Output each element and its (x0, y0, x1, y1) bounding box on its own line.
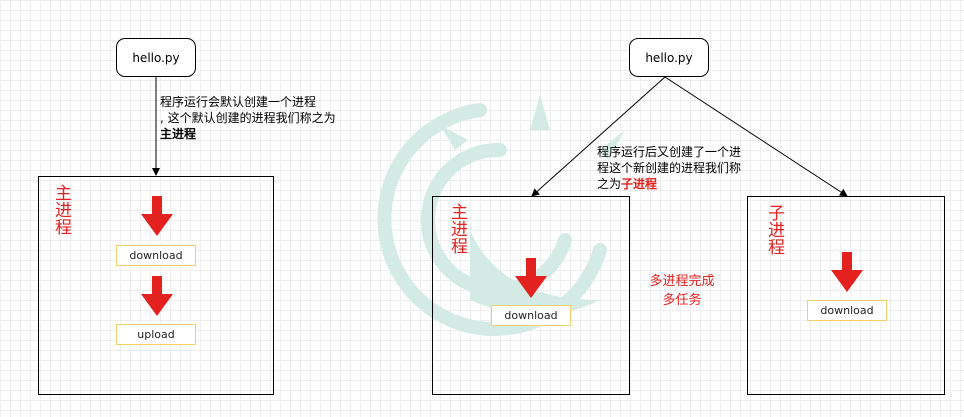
left-note-strong: 主进程 (160, 127, 197, 141)
multiprocess-note-line1: 多进程完成 (649, 274, 715, 289)
right-note-line3: 之为子进程 (597, 177, 658, 191)
right-main-process-box (432, 196, 630, 395)
left-note: 程序运行会默认创建一个进程 , 这个默认创建的进程我们称之为 主进程 (160, 94, 390, 142)
left-download-tag: download (116, 245, 196, 266)
right-note-line1: 程序运行后又创建了一个进 (597, 145, 742, 159)
left-hello-py-node: hello.py (116, 38, 196, 77)
right-child-download-tag: download (807, 300, 887, 321)
left-main-process-label: 主进程 (51, 184, 71, 235)
left-note-line1: 程序运行会默认创建一个进程 (160, 95, 317, 109)
multiprocess-note-line2: 多任务 (662, 293, 702, 308)
right-child-process-label: 子进程 (764, 204, 784, 255)
down-arrow-icon (831, 252, 863, 292)
right-note: 程序运行后又创建了一个进 程这个新创建的进程我们称 之为子进程 (597, 144, 757, 192)
right-connector-arrow-child (664, 76, 848, 197)
left-upload-label: upload (137, 328, 175, 341)
right-hello-py-label: hello.py (645, 50, 693, 65)
left-main-process-box (38, 176, 274, 395)
right-main-process-label: 主进程 (447, 203, 467, 254)
right-note-line2: 程这个新创建的进程我们称 (597, 161, 742, 175)
multiprocess-note: 多进程完成 多任务 (634, 272, 730, 310)
down-arrow-icon (141, 276, 173, 316)
right-main-download-label: download (504, 309, 558, 322)
left-download-label: download (129, 249, 183, 262)
right-note-strong: 子进程 (621, 177, 658, 191)
right-hello-py-node: hello.py (629, 38, 709, 77)
right-connector-arrow-main (531, 76, 666, 197)
right-child-process-box (747, 196, 945, 395)
left-note-line2: , 这个默认创建的进程我们称之为 (160, 111, 336, 125)
down-arrow-icon (141, 196, 173, 236)
down-arrow-icon (515, 258, 547, 298)
left-upload-tag: upload (116, 324, 196, 345)
left-hello-py-label: hello.py (132, 50, 180, 65)
right-main-download-tag: download (491, 305, 571, 326)
right-child-download-label: download (820, 304, 874, 317)
